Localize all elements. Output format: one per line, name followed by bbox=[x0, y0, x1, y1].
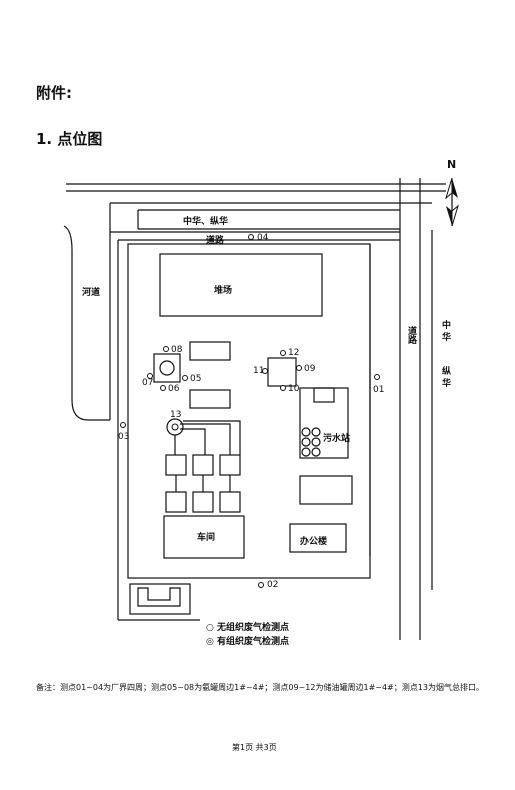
point-03-label: 03 bbox=[118, 432, 130, 442]
attachment-label: 附件: bbox=[36, 84, 72, 102]
sewage-building bbox=[299, 387, 349, 459]
point-13-label: 13 bbox=[170, 410, 182, 420]
office-label: 办公楼 bbox=[300, 537, 328, 547]
legend-organized: ◎ 有组织废气检测点 bbox=[206, 637, 289, 647]
workshop-label: 车间 bbox=[197, 533, 216, 543]
ammonia-tank bbox=[159, 360, 175, 376]
point-12-icon bbox=[280, 350, 286, 356]
road-name-v-1: 中 bbox=[442, 321, 452, 331]
road-name-horizontal: 中华、纵华 bbox=[183, 217, 229, 227]
workshop-building bbox=[163, 515, 245, 559]
river-label: 河道 bbox=[82, 288, 101, 298]
point-04-label: 04 bbox=[257, 233, 269, 243]
road-name-v-3: 纵 bbox=[442, 367, 452, 377]
point-08-icon bbox=[163, 346, 169, 352]
road-label-vertical: 道路 bbox=[406, 326, 416, 344]
stack-outline bbox=[166, 418, 184, 436]
point-06-icon bbox=[160, 385, 166, 391]
point-04-icon bbox=[248, 234, 254, 240]
point-07-icon bbox=[147, 373, 153, 379]
road-name-v-2: 华 bbox=[442, 333, 452, 343]
remark-note: 备注：测点01~04为厂界四周；测点05~08为氨罐周边1#~4#；测点09~1… bbox=[36, 683, 484, 692]
sewage-label: 污水站 bbox=[323, 434, 351, 444]
point-09-icon bbox=[296, 365, 302, 371]
point-10-icon bbox=[280, 385, 286, 391]
road-label-horizontal: 道路 bbox=[206, 236, 225, 246]
point-05-icon bbox=[182, 375, 188, 381]
river-curve bbox=[63, 225, 110, 421]
north-arrow-icon bbox=[452, 178, 458, 198]
page-number: 第1页 共3页 bbox=[232, 743, 277, 752]
section-title: 1. 点位图 bbox=[36, 130, 103, 148]
point-12-label: 12 bbox=[288, 348, 300, 358]
yard-building bbox=[159, 253, 323, 317]
point-05-label: 05 bbox=[190, 374, 202, 384]
point-09-label: 09 bbox=[304, 364, 316, 374]
legend-unorganized: ○ 无组织废气检测点 bbox=[206, 623, 289, 633]
yard-label: 堆场 bbox=[214, 286, 233, 296]
point-10-label: 10 bbox=[288, 384, 300, 394]
point-01-label: 01 bbox=[373, 385, 385, 395]
north-label: N bbox=[447, 158, 457, 171]
office-building bbox=[289, 523, 347, 553]
point-11-icon bbox=[262, 368, 268, 374]
point-11-label: 11 bbox=[253, 366, 265, 376]
point-07-label: 07 bbox=[142, 378, 154, 388]
point-06-label: 06 bbox=[168, 384, 180, 394]
point-01-icon bbox=[374, 374, 380, 380]
point-02-icon bbox=[258, 582, 264, 588]
point-03-icon bbox=[120, 422, 126, 428]
point-08-label: 08 bbox=[171, 345, 183, 355]
road-name-v-4: 华 bbox=[442, 379, 452, 389]
point-02-label: 02 bbox=[267, 580, 279, 590]
oil-tank-area bbox=[267, 357, 297, 387]
